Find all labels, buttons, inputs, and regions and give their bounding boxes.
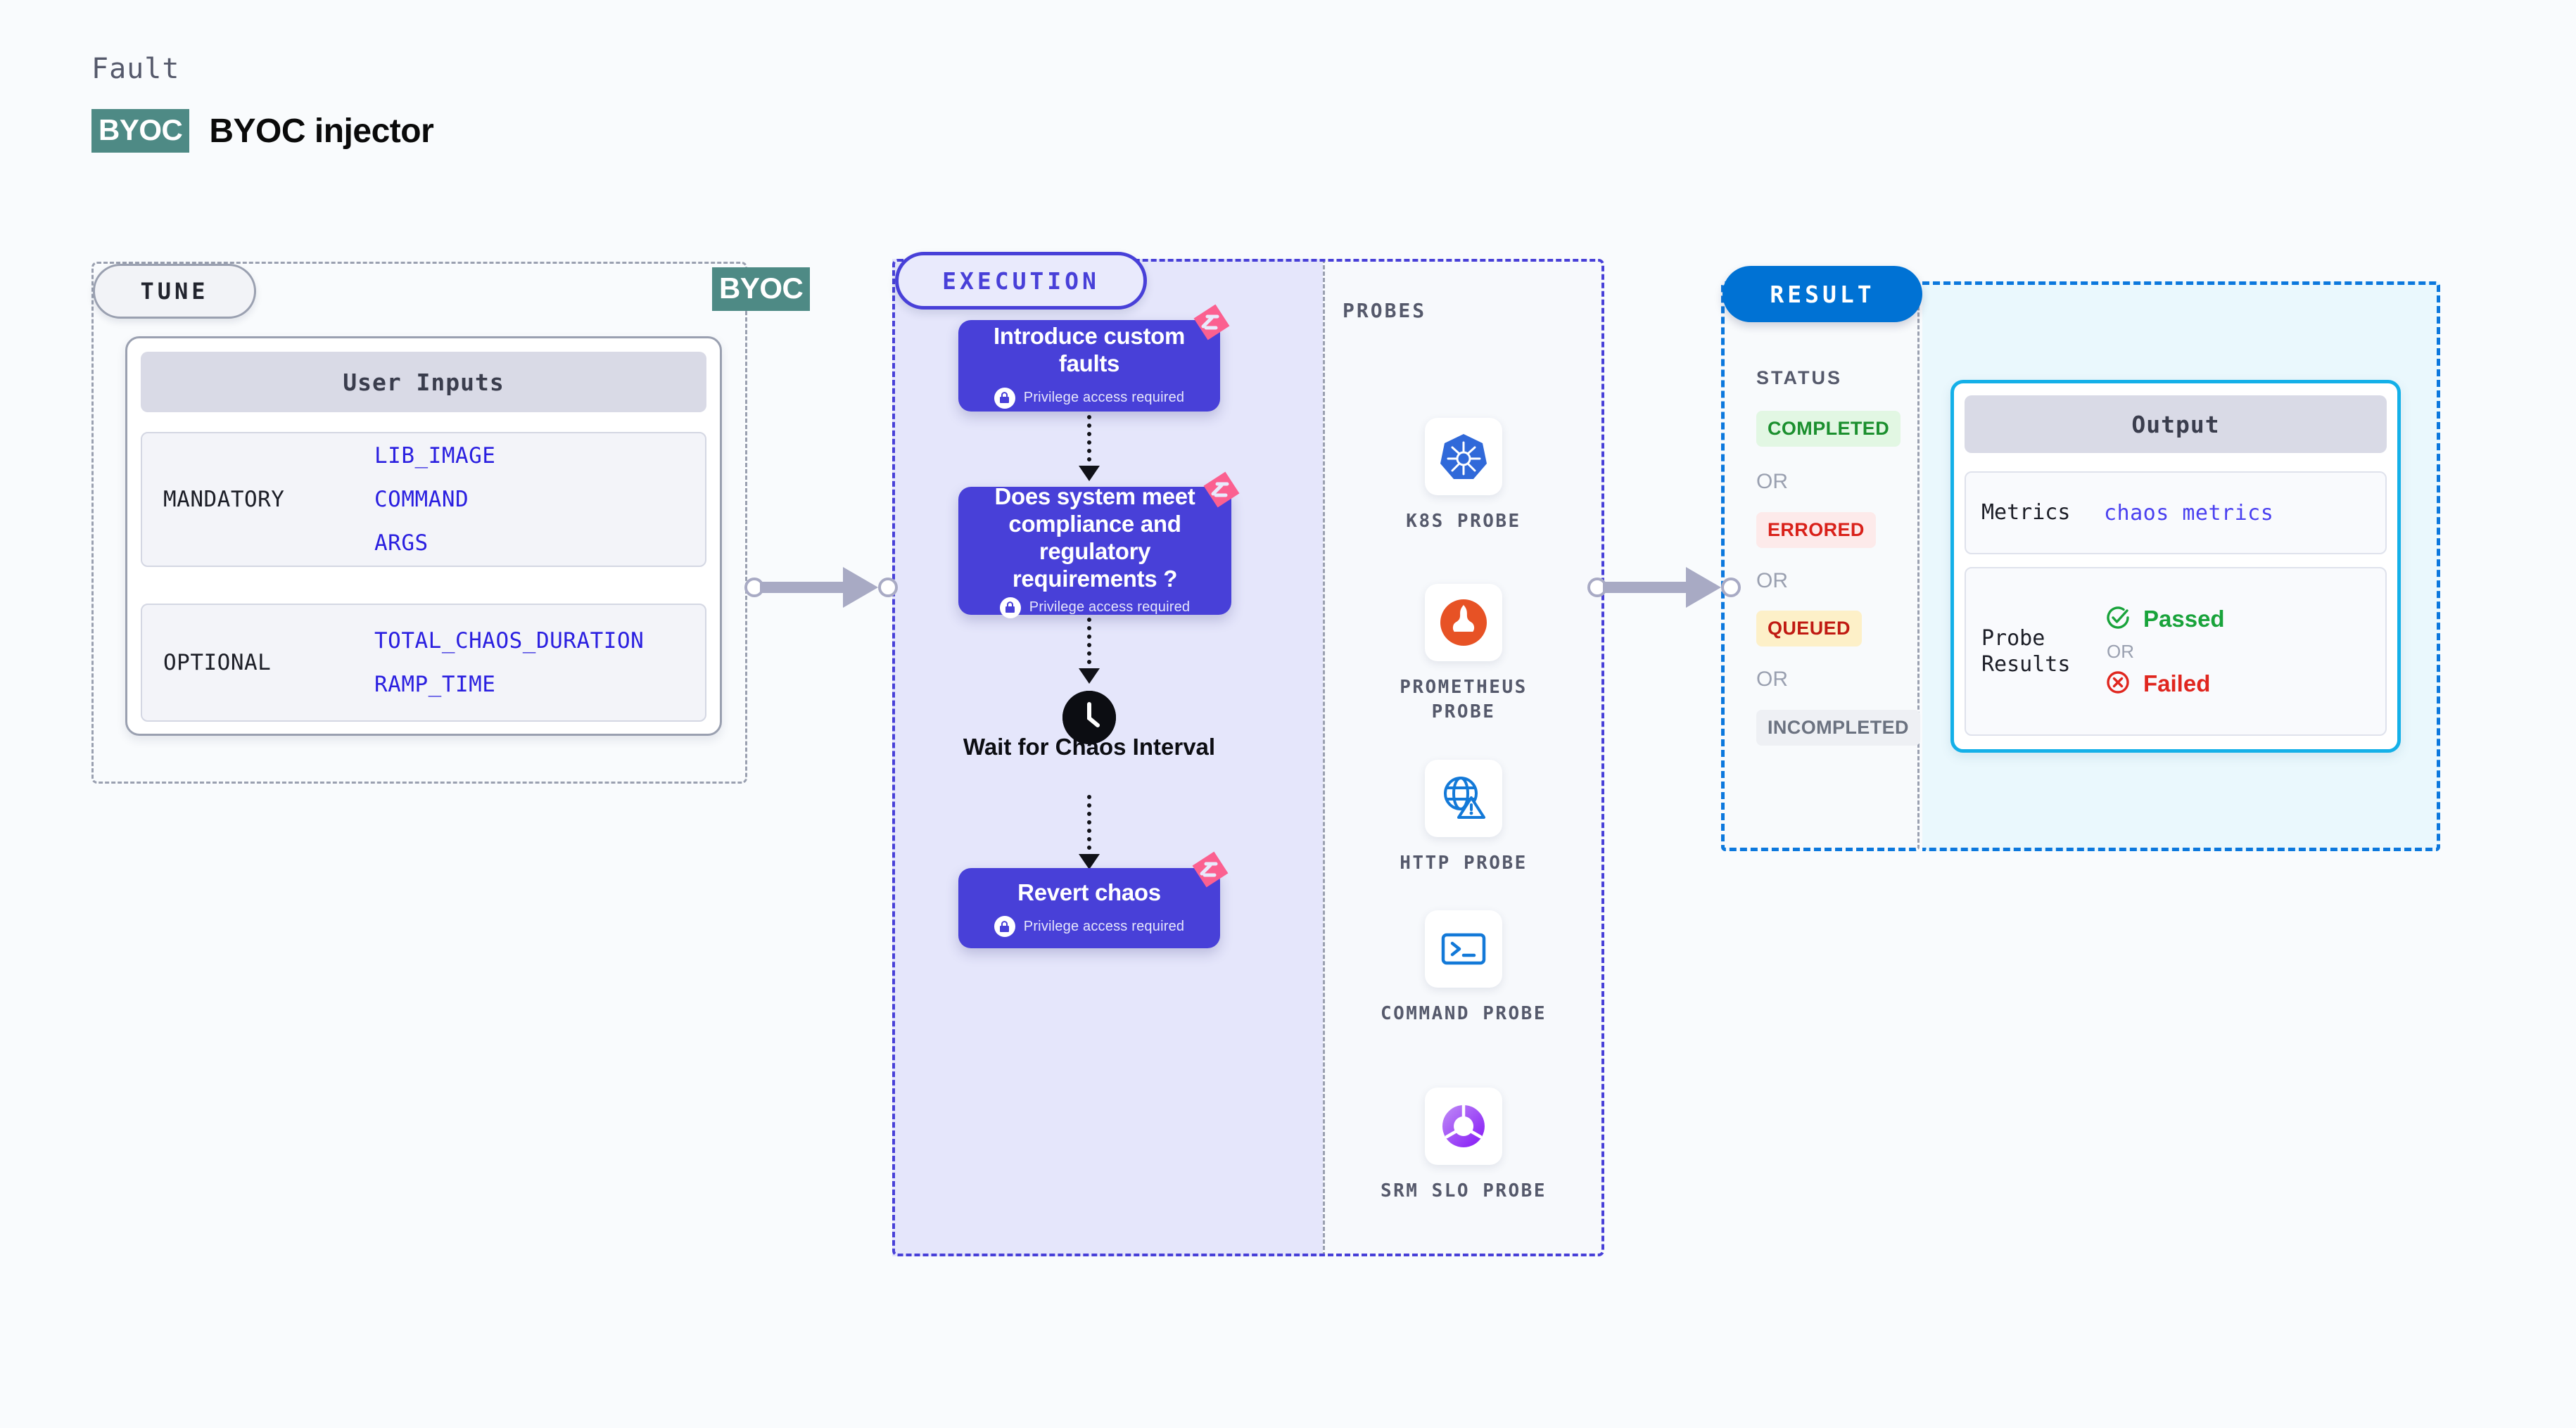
failed-label: Failed	[2143, 670, 2211, 696]
probe-label: SRM SLO PROBE	[1381, 1180, 1547, 1201]
probe-results-label: Probe Results	[1981, 625, 2071, 677]
optional-values: TOTAL_CHAOS_DURATION RAMP_TIME	[374, 628, 644, 697]
connector-tune-execution	[744, 567, 899, 608]
exec-node-introduce-custom-faults[interactable]: Introduce custom faults Privilege access…	[958, 320, 1220, 412]
exec-node-revert-chaos[interactable]: Revert chaos Privilege access required	[958, 868, 1220, 948]
x-circle-icon	[2104, 668, 2132, 700]
param-command[interactable]: COMMAND	[374, 487, 469, 512]
output-metrics-row: Metrics chaos metrics	[1965, 471, 2387, 554]
byoc-tag-tune: BYOC	[712, 267, 811, 311]
page-title: BYOC injector	[209, 112, 434, 150]
probe-item-http[interactable]: HTTP PROBE	[1372, 760, 1555, 876]
execution-inner-background	[892, 259, 1323, 1256]
probe-label: COMMAND PROBE	[1381, 1003, 1547, 1024]
check-circle-icon	[2104, 604, 2132, 635]
privilege-note: Privilege access required	[994, 387, 1185, 409]
status-or-2: OR	[1756, 569, 1788, 592]
privilege-note-text: Privilege access required	[1029, 599, 1191, 616]
probe-label: HTTP PROBE	[1400, 853, 1528, 874]
probes-section-label: PROBES	[1343, 299, 1427, 322]
privilege-note: Privilege access required	[999, 597, 1191, 618]
exec-node-title: Introduce custom faults	[993, 323, 1186, 376]
phase-pill-tune[interactable]: TUNE	[93, 264, 256, 319]
param-total-chaos-duration[interactable]: TOTAL_CHAOS_DURATION	[374, 628, 645, 654]
srm-slo-icon	[1425, 1088, 1502, 1165]
exec-node-title: Does system meet compliance and regulato…	[994, 483, 1195, 592]
probe-label: K8S PROBE	[1406, 511, 1521, 532]
probe-label: PROMETHEUS PROBE	[1400, 677, 1528, 723]
optional-params-box: OPTIONAL TOTAL_CHAOS_DURATION RAMP_TIME	[141, 604, 706, 722]
connector-shaft	[1603, 582, 1693, 593]
terminal-icon	[1425, 910, 1502, 988]
param-ramp-time[interactable]: RAMP_TIME	[374, 672, 496, 697]
exec-node-compliance-check[interactable]: Does system meet compliance and regulato…	[958, 483, 1231, 618]
probe-result-failed: Failed	[2104, 668, 2225, 700]
connector-execution-result	[1587, 567, 1742, 608]
metrics-value-link[interactable]: chaos metrics	[2104, 500, 2274, 525]
flow-arrow-1	[1079, 466, 1100, 481]
lock-icon	[994, 387, 1015, 409]
status-or-3: OR	[1756, 668, 1788, 691]
lock-icon	[994, 916, 1015, 938]
param-lib-image[interactable]: LIB_IMAGE	[374, 443, 496, 468]
result-status-region	[1721, 281, 1920, 851]
output-card-header: Output	[1965, 395, 2387, 453]
probe-item-prometheus[interactable]: PROMETHEUS PROBE	[1372, 584, 1555, 725]
user-inputs-header: User Inputs	[141, 352, 706, 412]
param-args[interactable]: ARGS	[374, 530, 429, 556]
mandatory-label: MANDATORY	[163, 487, 285, 512]
flow-line-3	[1087, 795, 1091, 858]
optional-label: OPTIONAL	[163, 650, 272, 675]
probe-item-srm-slo[interactable]: SRM SLO PROBE	[1372, 1088, 1555, 1204]
probe-item-command[interactable]: COMMAND PROBE	[1372, 910, 1555, 1026]
kubernetes-icon	[1425, 418, 1502, 495]
privilege-note: Privilege access required	[994, 916, 1185, 938]
flow-line-2	[1087, 618, 1091, 672]
prometheus-icon	[1425, 584, 1502, 661]
probe-item-k8s[interactable]: K8S PROBE	[1372, 418, 1555, 534]
status-badge-incompleted: INCOMPLETED	[1756, 710, 1920, 746]
flow-arrow-2	[1079, 668, 1100, 684]
fault-eyebrow: Fault	[91, 53, 180, 85]
probe-result-passed: Passed	[2104, 604, 2225, 635]
status-badge-errored: ERRORED	[1756, 512, 1876, 548]
connector-end-dot	[878, 578, 898, 597]
wait-step-label: Wait for Chaos Interval	[963, 734, 1216, 760]
probe-results-values: Passed OR Failed	[2104, 604, 2225, 700]
status-badge-completed: COMPLETED	[1756, 411, 1901, 447]
flow-line-1	[1087, 415, 1091, 470]
privilege-note-text: Privilege access required	[1023, 390, 1185, 406]
output-probe-results-row: Probe Results Passed OR	[1965, 567, 2387, 736]
status-or-1: OR	[1756, 470, 1788, 493]
probe-result-or: OR	[2107, 640, 2134, 662]
flow-arrow-3	[1079, 854, 1100, 869]
passed-label: Passed	[2143, 606, 2225, 632]
execution-panel	[892, 259, 1604, 1256]
page-title-row: BYOC BYOC injector	[91, 109, 434, 153]
connector-end-dot	[1721, 578, 1741, 597]
metrics-label: Metrics	[1981, 500, 2071, 525]
byoc-badge: BYOC	[91, 109, 190, 153]
lock-icon	[999, 597, 1021, 618]
mandatory-params-box: MANDATORY LIB_IMAGE COMMAND ARGS	[141, 432, 706, 567]
exec-node-title: Revert chaos	[1017, 879, 1161, 905]
mandatory-values: LIB_IMAGE COMMAND ARGS	[374, 443, 495, 556]
connector-shaft	[760, 582, 850, 593]
status-section-label: STATUS	[1756, 367, 1842, 388]
clock-icon	[1062, 691, 1116, 744]
phase-pill-result[interactable]: RESULT	[1722, 266, 1922, 322]
privilege-note-text: Privilege access required	[1023, 918, 1185, 934]
http-globe-icon	[1425, 760, 1502, 837]
connector-arrowhead	[843, 567, 878, 608]
connector-arrowhead	[1686, 567, 1721, 608]
status-badge-queued: QUEUED	[1756, 611, 1862, 646]
phase-pill-execution[interactable]: EXECUTION	[895, 252, 1147, 310]
